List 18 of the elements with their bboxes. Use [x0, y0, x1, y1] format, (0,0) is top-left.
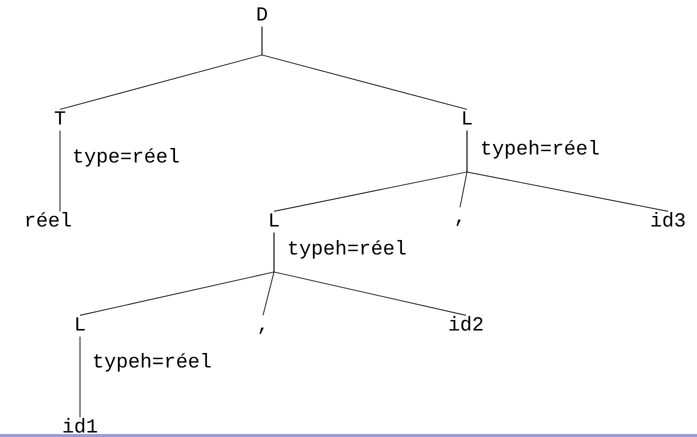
tree-symbol: , [260, 328, 264, 334]
tree-symbol: L [463, 111, 472, 124]
tree-symbol: , [456, 220, 461, 226]
attribute-label: typeh=réel [482, 140, 599, 159]
tree-symbol: L [76, 317, 85, 330]
attribute-label: type=réel [74, 148, 179, 167]
attribute-label: typeh=réel [94, 353, 211, 372]
attribute-label: typeh=réel [289, 240, 406, 259]
tree-symbol: D [258, 7, 267, 20]
tree-symbol: L [270, 213, 279, 226]
tree-symbol: id3 [651, 212, 685, 227]
tree-edge [262, 26, 468, 110]
tree-symbol: réel [26, 212, 71, 227]
tree-edge [466, 130, 668, 212]
tree-symbol: id2 [449, 316, 483, 331]
tree-symbol: T [54, 111, 66, 124]
tree-edge [274, 232, 466, 316]
tree-symbol: id1 [63, 418, 97, 433]
